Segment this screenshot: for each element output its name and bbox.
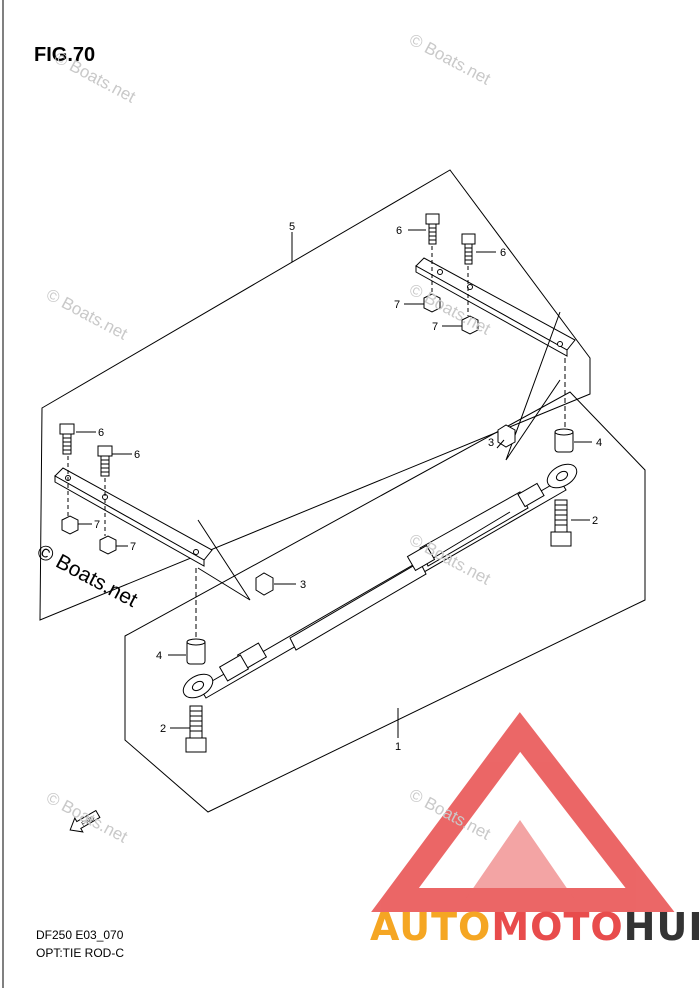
callout-7: 7: [130, 541, 136, 553]
callout-7: 7: [394, 299, 400, 311]
brand-wordmark: AUTOMOTOHUB: [370, 905, 699, 949]
callout-6: 6: [500, 247, 506, 259]
footer-code: DF250 E03_070: [36, 928, 124, 942]
brand-moto: MOTO: [491, 905, 624, 949]
callout-3: 3: [488, 437, 494, 449]
callout-1: 1: [395, 741, 401, 753]
figure-title: FIG.70: [34, 44, 96, 66]
callout-7: 7: [432, 321, 438, 333]
callout-6: 6: [98, 427, 104, 439]
footer-description: OPT:TIE ROD-C: [36, 946, 125, 960]
callout-6: 6: [134, 449, 140, 461]
kit-box-5: [39, 169, 591, 621]
callout-3: 3: [300, 579, 306, 591]
leader-lines: [195, 311, 566, 640]
upper-plate-right: [415, 213, 576, 357]
callout-2: 2: [592, 515, 598, 527]
callout-6: 6: [396, 225, 402, 237]
tie-rod: [182, 463, 578, 699]
callout-5: 5: [289, 221, 295, 233]
callout-4: 4: [596, 437, 602, 449]
brand-hub: HUB: [623, 905, 699, 949]
automotohub-logo-icon: [371, 712, 675, 912]
callout-4: 4: [156, 650, 162, 662]
callout-7: 7: [94, 519, 100, 531]
brand-auto: AUTO: [370, 905, 492, 949]
callout-leaders: [76, 229, 592, 738]
callout-2: 2: [160, 723, 166, 735]
bolts-2: [185, 499, 572, 753]
assembly-box-1: [124, 391, 646, 813]
upper-plate-left: [54, 423, 213, 567]
spacers-nuts: [186, 424, 574, 665]
